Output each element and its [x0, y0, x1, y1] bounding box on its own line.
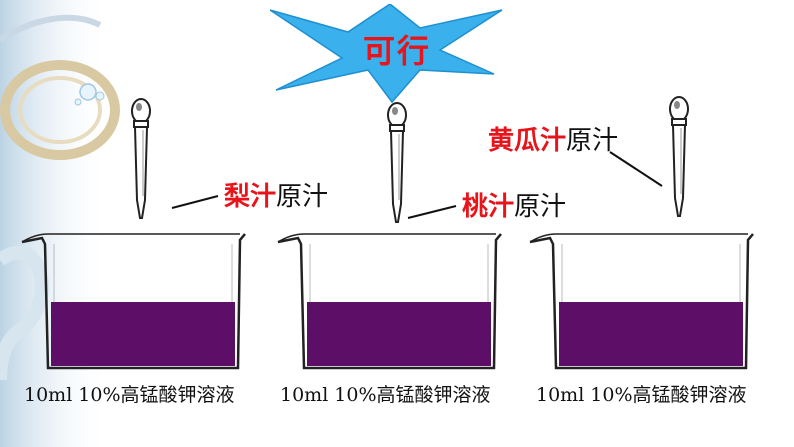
- beaker-icon: [21, 233, 246, 370]
- juice-suffix: 原汁: [276, 182, 329, 212]
- permanganate-liquid: [307, 302, 491, 366]
- banner-title: 可行: [362, 32, 431, 70]
- pointer-line: [609, 151, 663, 187]
- dropper-icon: [387, 102, 407, 223]
- dropper-icon: [131, 98, 151, 219]
- juice-label-cucumber: 黄瓜汁原汁: [488, 128, 618, 154]
- beaker-caption: 10ml 10%高锰酸钾溶液: [24, 384, 235, 406]
- juice-name: 桃汁: [462, 192, 515, 222]
- juice-suffix: 原汁: [514, 192, 567, 222]
- juice-label-peach: 桃汁原汁: [462, 194, 566, 220]
- pointer-line: [407, 205, 457, 219]
- permanganate-liquid: [559, 302, 743, 366]
- beaker-caption: 10ml 10%高锰酸钾溶液: [280, 384, 491, 406]
- beaker-icon: [529, 233, 754, 370]
- juice-label-pear: 梨汁原汁: [224, 184, 328, 210]
- dropper-icon: [669, 96, 689, 217]
- juice-name: 黄瓜汁: [488, 126, 567, 156]
- beaker-icon: [277, 233, 502, 370]
- starburst-shape: [270, 4, 503, 104]
- bubble-icon: [95, 91, 105, 101]
- juice-name: 梨汁: [224, 182, 277, 212]
- beaker-caption: 10ml 10%高锰酸钾溶液: [536, 384, 747, 406]
- bubble-icon: [74, 98, 82, 106]
- juice-suffix: 原汁: [566, 126, 619, 156]
- pointer-line: [171, 195, 219, 209]
- background-decoration: [0, 0, 120, 447]
- permanganate-liquid: [51, 302, 235, 366]
- bubble-icon: [79, 83, 97, 101]
